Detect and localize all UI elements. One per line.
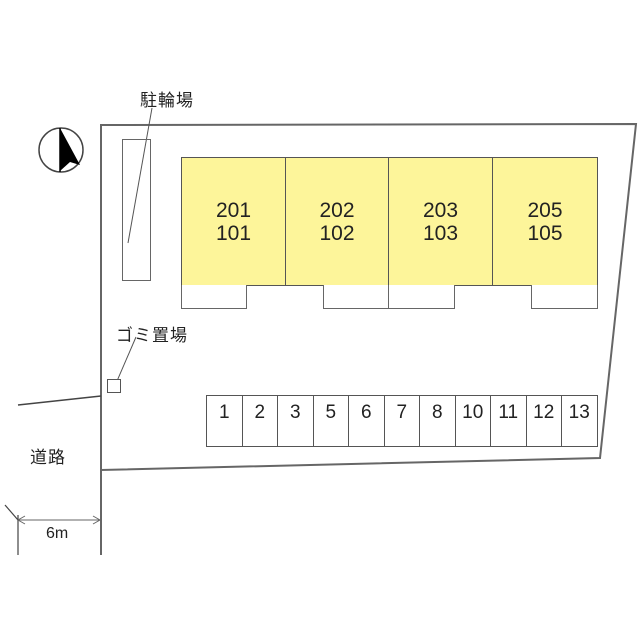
garbage-area-box <box>107 379 121 393</box>
parking-space: 12 <box>527 396 562 446</box>
parking-space: 8 <box>420 396 456 446</box>
garbage-area-label: ゴミ置場 <box>116 326 188 346</box>
unit-lower: 101 <box>215 221 252 245</box>
unit-lower: 105 <box>527 221 563 245</box>
road-label: 道路 <box>30 448 66 468</box>
unit-lower: 103 <box>422 221 459 245</box>
unit-upper: 205 <box>527 198 563 222</box>
road-width-label: 6m <box>46 525 69 542</box>
unit-203-103: 203 103 <box>388 157 493 286</box>
parking-space: 5 <box>314 396 349 446</box>
north-arrow-icon <box>38 127 84 173</box>
parking-space: 11 <box>491 396 527 446</box>
unit-upper: 203 <box>422 198 459 222</box>
unit-205-105: 205 105 <box>492 157 598 286</box>
porch-102 <box>323 285 389 309</box>
parking-space: 3 <box>278 396 314 446</box>
parking-space: 1 <box>207 396 243 446</box>
porch-101 <box>181 285 247 309</box>
parking-space: 10 <box>456 396 491 446</box>
site-boundary <box>100 122 638 472</box>
parking-space: 2 <box>243 396 278 446</box>
unit-202-102: 202 102 <box>285 157 389 286</box>
parking-space: 13 <box>562 396 598 446</box>
bicycle-parking-label: 駐輪場 <box>140 91 194 111</box>
unit-upper: 201 <box>215 198 252 222</box>
parking-row: 1 2 3 5 6 7 8 10 11 12 13 <box>206 395 598 447</box>
porch-103 <box>388 285 455 309</box>
porch-105 <box>531 285 598 309</box>
unit-201-101: 201 101 <box>181 157 286 286</box>
parking-space: 6 <box>349 396 385 446</box>
unit-upper: 202 <box>319 198 355 222</box>
parking-space: 7 <box>385 396 420 446</box>
unit-lower: 102 <box>319 221 355 245</box>
bicycle-parking-area <box>122 139 151 281</box>
